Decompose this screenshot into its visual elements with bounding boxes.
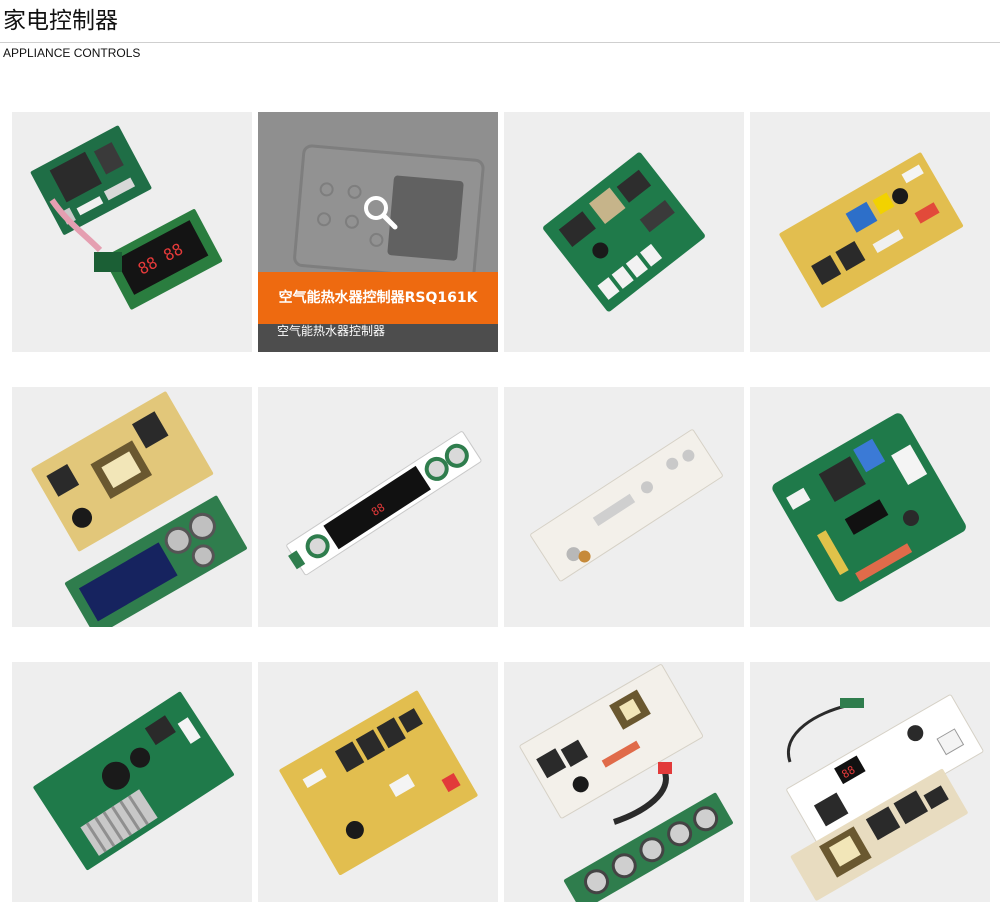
product-image-yellow-board-lcd	[31, 391, 247, 627]
product-image-yellow-power-board	[779, 152, 964, 308]
product-title[interactable]: 空气能热水器控制器RSQ161K	[278, 290, 478, 306]
product-tile-7[interactable]	[504, 387, 744, 627]
product-tile-2[interactable]: 空气能热水器控制器RSQ161K 空气能热水器控制器	[258, 112, 498, 352]
caption-subbar	[258, 324, 498, 352]
svg-text:88: 88	[840, 763, 858, 781]
product-tile-4[interactable]	[750, 112, 990, 352]
product-image-long-touch-board: 88	[286, 431, 482, 576]
product-tile-12[interactable]: 88	[750, 662, 990, 902]
product-image-green-heatsink-board	[33, 691, 234, 871]
product-image-white-touch-strip	[530, 429, 723, 582]
product-image-green-relay-board	[543, 152, 705, 312]
product-tile-11[interactable]	[504, 662, 744, 902]
svg-text:88: 88	[369, 501, 387, 519]
product-image-white-board-knobs	[519, 664, 733, 902]
product-tile-6[interactable]: 88	[258, 387, 498, 627]
product-subtitle: 空气能热水器控制器	[277, 324, 386, 338]
product-tile-1[interactable]: 88 88	[12, 112, 252, 352]
search-icon[interactable]	[362, 194, 398, 230]
product-tile-9[interactable]	[12, 662, 252, 902]
page-title: 家电控制器	[3, 8, 118, 34]
product-image-green-square-board	[772, 413, 966, 602]
product-image-white-board-antenna: 88	[786, 694, 984, 901]
product-tile-3[interactable]	[504, 112, 744, 352]
caption-bar	[258, 272, 498, 324]
title-divider	[0, 42, 1000, 43]
product-tile-8[interactable]	[750, 387, 990, 627]
page-subtitle: APPLIANCE CONTROLS	[3, 46, 141, 60]
product-image-yellow-relay-board	[279, 690, 478, 875]
product-tile-10[interactable]	[258, 662, 498, 902]
product-tile-5[interactable]	[12, 387, 252, 627]
product-image-controller-board: 88 88	[30, 125, 223, 310]
